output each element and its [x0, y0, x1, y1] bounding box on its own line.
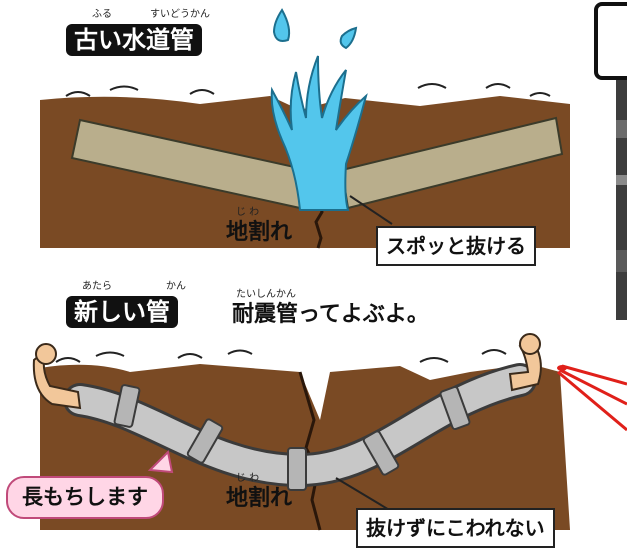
new-note: 耐震管ってよぶよ。 [232, 302, 429, 327]
pipe-joint [113, 384, 141, 428]
old-title-ruby-1: ふる [92, 9, 112, 20]
old-crack-ruby: じ わ [236, 207, 260, 218]
pipe-joint [186, 418, 224, 464]
pipe-joint [439, 385, 471, 431]
red-pointer [557, 364, 627, 432]
new-crack-label: 地割れ [226, 486, 293, 511]
old-callout: スポッと抜ける [376, 226, 536, 266]
long-lasting-bubble: 長もちします [6, 476, 164, 519]
pipe-joint [287, 447, 307, 491]
water-spray [270, 55, 368, 211]
pipe-joint [362, 430, 400, 476]
water-drop-1 [272, 8, 291, 42]
new-note-ruby: たいしんかん [236, 289, 296, 300]
left-arm [32, 343, 82, 410]
new-pipe-scene [32, 333, 570, 531]
old-pipe-title: 古い水道管 [66, 24, 202, 56]
old-pipe-scene [40, 8, 570, 249]
new-title-ruby-1: あたら [82, 281, 112, 292]
water-drop-2 [339, 26, 358, 50]
new-crack-ruby: じ わ [236, 473, 260, 484]
right-arm [508, 333, 542, 392]
old-crack-label: 地割れ [226, 220, 293, 245]
new-callout: 抜けずにこわれない [356, 508, 555, 548]
new-pipe-title: 新しい管 [66, 296, 178, 328]
new-title-ruby-2: かん [166, 281, 186, 292]
cropped-photo-panel [594, 2, 627, 320]
old-title-ruby-2: すいどうかん [150, 9, 210, 20]
